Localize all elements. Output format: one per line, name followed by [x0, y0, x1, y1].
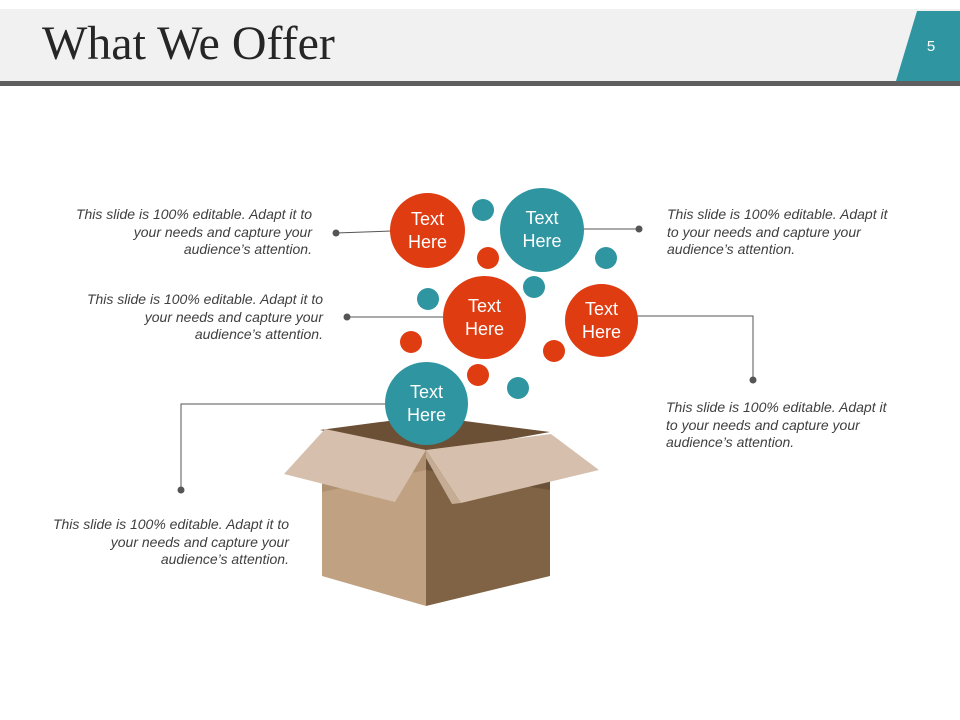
- decor-dot: [595, 247, 617, 269]
- page-number-tab: [896, 11, 960, 81]
- decor-dot: [477, 247, 499, 269]
- title-underline: [0, 81, 960, 86]
- bubble-4: Text Here: [565, 284, 638, 357]
- description-top-left: This slide is 100% editable. Adapt it to…: [75, 206, 312, 257]
- decor-dot: [467, 364, 489, 386]
- open-box-illustration: [284, 416, 599, 606]
- connector-mid-right: [637, 315, 754, 380]
- decor-dot: [543, 340, 565, 362]
- decor-dot: [523, 276, 545, 298]
- connector-lines: [180, 228, 754, 490]
- bubble-5: Text Here: [385, 362, 468, 445]
- end-dot: [749, 376, 757, 384]
- description-top-right: This slide is 100% editable. Adapt it to…: [667, 206, 888, 257]
- description-bottom-left: This slide is 100% editable. Adapt it to…: [52, 516, 289, 567]
- box-flap-left: [284, 429, 426, 502]
- bubble-2: Text Here: [500, 188, 584, 272]
- decor-dot: [417, 288, 439, 310]
- page-number: 5: [926, 38, 936, 55]
- bubble-1: Text Here: [390, 193, 465, 268]
- end-dot: [635, 225, 643, 233]
- connector-end-dots: [177, 225, 757, 494]
- end-dot: [343, 313, 351, 321]
- bubble-3: Text Here: [443, 276, 526, 359]
- description-mid-right: This slide is 100% editable. Adapt it to…: [666, 399, 887, 450]
- end-dot: [177, 486, 185, 494]
- box-flap-right-edge: [426, 450, 461, 504]
- decor-dot: [472, 199, 494, 221]
- box-flap-right: [426, 434, 599, 503]
- decor-dot: [507, 377, 529, 399]
- description-mid-left: This slide is 100% editable. Adapt it to…: [86, 291, 323, 342]
- connector-bottom-left: [180, 403, 385, 490]
- connector-top-left: [335, 230, 393, 234]
- slide-title: What We Offer: [42, 17, 335, 70]
- end-dot: [332, 229, 340, 237]
- decor-dot: [400, 331, 422, 353]
- title-bar: [0, 9, 960, 81]
